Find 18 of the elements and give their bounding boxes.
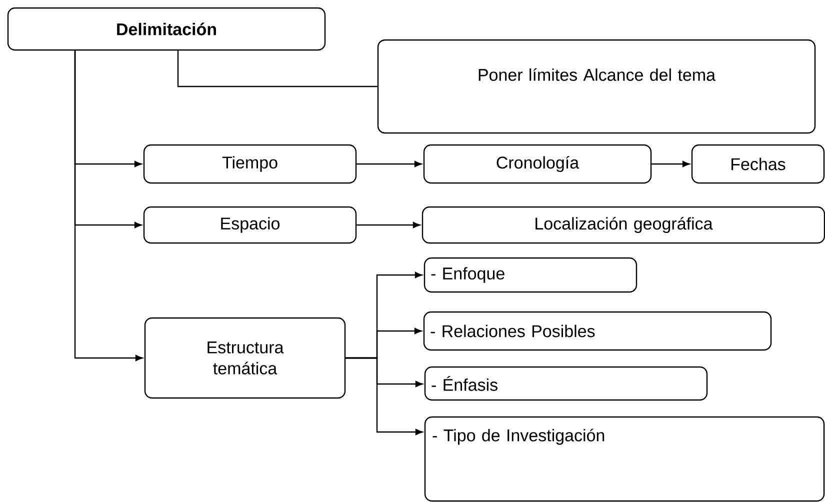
arrow — [356, 222, 420, 228]
concept-box: - Énfasis — [424, 366, 708, 401]
concept-box: Espacio — [143, 206, 357, 244]
arrow — [346, 357, 423, 436]
arrow — [74, 50, 143, 362]
title-box: Delimitación — [7, 7, 326, 51]
concept-box: Localización geográfica — [422, 206, 825, 244]
concept-box: Fechas — [691, 144, 825, 184]
concept-box: Poner límites Alcance del tema — [377, 39, 816, 134]
concept-box: Estructura temática — [144, 317, 346, 399]
arrow — [356, 160, 422, 168]
concept-box: - Relaciones Posibles — [423, 311, 772, 351]
connector-line — [177, 50, 378, 88]
concept-box: Tiempo — [143, 144, 357, 184]
concept-box: Cronología — [423, 144, 652, 184]
concept-box: - Tipo de Investigación — [424, 416, 825, 502]
arrow — [652, 160, 690, 168]
concept-box: - Enfoque — [424, 257, 638, 293]
